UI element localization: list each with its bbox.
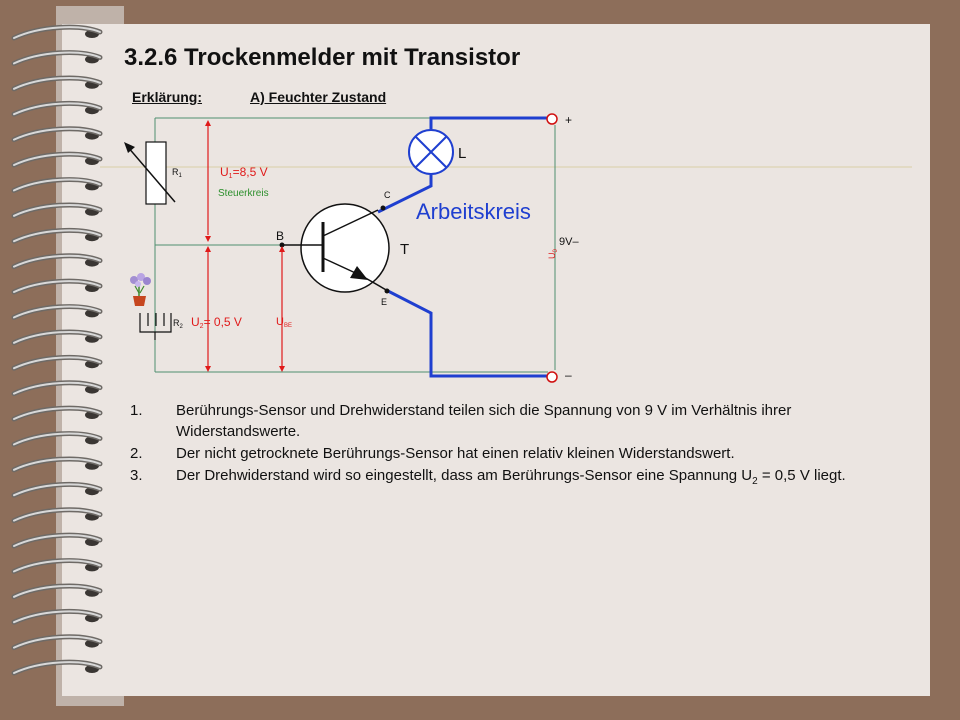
steuerkreis-label: Steuerkreis: [218, 188, 269, 199]
spiral-ring: [11, 431, 103, 447]
spiral-ring: [11, 126, 103, 143]
spiral-ring: [11, 558, 103, 574]
spiral-ring: [11, 507, 103, 524]
list-text: Der Drehwiderstand wird so eingestellt, …: [176, 467, 846, 487]
list-number: 3.: [130, 467, 143, 484]
u2-label: U2= 0,5 V: [191, 315, 242, 330]
lamp: [408, 129, 454, 175]
spiral-ring: [11, 151, 103, 168]
r1-label: R1: [172, 167, 183, 179]
spiral-ring: [11, 583, 103, 600]
transistor: [282, 203, 390, 293]
list-text: Berührungs-Sensor und Drehwiderstand tei…: [176, 402, 792, 440]
spiral-ring: [11, 304, 103, 320]
spiral-ring: [11, 253, 103, 270]
base-node: [279, 242, 285, 248]
spiral-ring: [11, 634, 103, 651]
spiral-ring: [11, 608, 103, 625]
plus-label: +: [565, 113, 572, 127]
r2-label: R2: [173, 318, 184, 330]
potentiometer-r1: [124, 141, 176, 205]
spiral-ring: [11, 202, 103, 219]
slide-page: [62, 24, 930, 696]
flower-pot-icon: [130, 273, 151, 306]
terminal-plus: [546, 113, 558, 125]
spiral-ring: [11, 481, 103, 498]
sensor-r2: [139, 313, 172, 340]
arrow-heads: [205, 120, 285, 372]
ube-label: UBE: [276, 316, 292, 329]
lamp-label: L: [458, 145, 466, 162]
u1-label: U1=8,5 V: [220, 165, 268, 180]
spiral-ring: [11, 100, 103, 117]
slide-title: 3.2.6 Trockenmelder mit Transistor: [124, 44, 521, 71]
list-item: 2. Der nicht getrocknete Berührungs-Sens…: [130, 443, 910, 464]
arbeitskreis-wires: [377, 116, 548, 378]
spiral-ring: [11, 24, 103, 41]
base-label: B: [276, 229, 284, 243]
explanation-list: 1. Berührungs-Sensor und Drehwiderstand …: [130, 400, 910, 493]
list-item: 3. Der Drehwiderstand wird so eingestell…: [130, 465, 910, 492]
voltage-arrows: [207, 126, 283, 368]
spiral-ring: [11, 227, 103, 244]
list-text: Der nicht getrocknete Berührungs-Sensor …: [176, 445, 735, 462]
supply-voltage-label: 9V–: [559, 236, 579, 248]
list-number: 1.: [130, 402, 143, 419]
list-number: 2.: [130, 445, 143, 462]
spiral-ring: [11, 532, 103, 549]
spiral-ring: [11, 380, 103, 397]
spiral-binding: [11, 24, 103, 676]
spiral-ring: [11, 75, 103, 92]
collector-node: [380, 205, 386, 211]
spiral-ring: [11, 354, 103, 371]
spiral-ring: [11, 177, 103, 193]
spiral-ring: [11, 659, 103, 676]
subtitle-state: A) Feuchter Zustand: [250, 89, 387, 105]
arbeitskreis-label: Arbeitskreis: [416, 199, 531, 224]
emitter-label: E: [381, 297, 387, 307]
spiral-ring: [11, 50, 103, 66]
u0-label: U0: [547, 249, 559, 260]
subtitle-label: Erklärung:: [132, 89, 203, 105]
collector-label: C: [384, 190, 391, 200]
spiral-ring: [11, 329, 103, 346]
minus-label: –: [565, 368, 572, 382]
transistor-label: T: [400, 241, 409, 258]
spiral-ring: [11, 456, 103, 473]
list-item: 1. Berührungs-Sensor und Drehwiderstand …: [130, 400, 910, 442]
terminal-minus: [546, 371, 558, 383]
spiral-ring: [11, 405, 103, 422]
spiral-ring: [11, 278, 103, 295]
emitter-node: [384, 288, 390, 294]
